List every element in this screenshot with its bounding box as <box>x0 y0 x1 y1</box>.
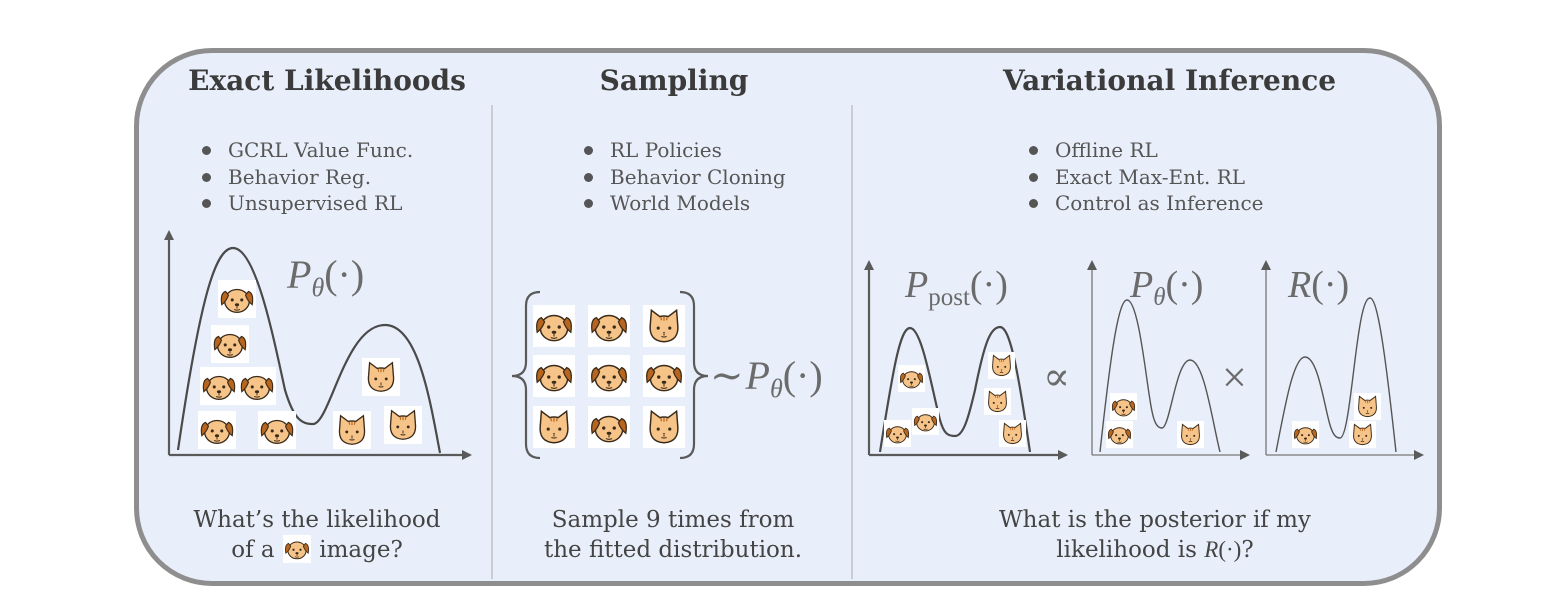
dog-face-icon <box>533 355 575 397</box>
caption-line: Sample 9 times from <box>551 507 795 533</box>
reward-symbol: R <box>1204 537 1219 562</box>
variational-inference-bullets: Offline RL Exact Max-Ent. RL Control as … <box>1025 137 1264 217</box>
dog-face-icon <box>588 355 630 397</box>
bullet-item: RL Policies <box>580 137 786 164</box>
cat-face-icon <box>643 305 685 347</box>
exact-likelihoods-title: Exact Likelihoods <box>188 64 466 97</box>
posterior-curve <box>878 325 1032 453</box>
caption-line: What is the posterior if my <box>999 507 1311 533</box>
cat-face-icon <box>533 406 575 448</box>
right-brace <box>679 290 709 460</box>
variational-inference-title: Variational Inference <box>1003 64 1337 97</box>
figure-panel <box>134 48 1442 586</box>
bullet-item: GCRL Value Func. <box>198 137 413 164</box>
column-divider-1 <box>491 105 493 579</box>
left-brace <box>511 290 541 460</box>
dog-face-icon <box>1110 393 1137 420</box>
bullet-item: Control as Inference <box>1025 190 1264 217</box>
posterior-plot: Ppost(·) <box>864 260 1068 460</box>
sampling-caption: Sample 9 times from the fitted distribut… <box>523 505 823 565</box>
dog-face-icon <box>211 325 249 363</box>
dog-face-icon <box>1292 421 1319 448</box>
bullet-item: Behavior Reg. <box>198 164 413 191</box>
caption-text: image? <box>319 537 403 563</box>
proportional-to-symbol: ∝ <box>1043 354 1070 399</box>
sampling-title: Sampling <box>599 64 749 97</box>
exact-likelihoods-bullets: GCRL Value Func. Behavior Reg. Unsupervi… <box>198 137 413 217</box>
reward-curve <box>1275 297 1397 453</box>
caption-text: ? <box>1241 537 1254 563</box>
variational-inference-caption: What is the posterior if my likelihood i… <box>990 505 1320 565</box>
reward-plot: R(·) <box>1261 260 1424 460</box>
p-post-label: Ppost(·) <box>904 264 1008 311</box>
caption-line: What’s the likelihood <box>193 507 441 533</box>
sampling-bullets: RL Policies Behavior Cloning World Model… <box>580 137 786 217</box>
dog-face-icon <box>884 420 911 447</box>
bullet-item: Unsupervised RL <box>198 190 413 217</box>
dog-face-icon <box>200 367 238 405</box>
cat-face-icon <box>988 352 1015 379</box>
cat-face-icon <box>333 411 371 449</box>
cat-face-icon <box>1354 393 1381 420</box>
prior-plot: Pθ(·) <box>1087 260 1250 460</box>
times-symbol: × <box>1222 353 1247 402</box>
dog-face-icon <box>238 367 276 405</box>
sampled-from-expression: ∼Pθ(·) <box>710 353 823 403</box>
cat-face-icon <box>1177 421 1204 448</box>
bullet-item: Offline RL <box>1025 137 1264 164</box>
cat-face-icon <box>984 388 1011 415</box>
dog-face-icon <box>643 355 685 397</box>
r-label: R(·) <box>1287 264 1349 306</box>
p-theta-label: Pθ(·) <box>286 252 364 302</box>
dog-face-icon <box>218 280 256 318</box>
caption-line: the fitted distribution. <box>543 537 803 563</box>
cat-face-icon <box>999 420 1026 447</box>
cat-face-icon <box>362 358 400 396</box>
dog-face-icon <box>588 305 630 347</box>
caption-line: of a image? <box>177 535 457 565</box>
caption-line: likelihood is R(·)? <box>990 535 1320 565</box>
bullet-item: Behavior Cloning <box>580 164 786 191</box>
p-theta-label: Pθ(·) <box>1129 264 1203 311</box>
dog-face-icon <box>198 411 236 449</box>
dog-face-icon <box>533 305 575 347</box>
sample-grid: ∼Pθ(·) <box>511 290 823 460</box>
prior-curve <box>1099 299 1221 453</box>
bullet-item: Exact Max-Ent. RL <box>1025 164 1264 191</box>
reward-argument: (·) <box>1218 537 1242 562</box>
exact-likelihoods-caption: What’s the likelihood of a image? <box>177 505 457 565</box>
cat-face-icon <box>1349 421 1376 448</box>
caption-text: of a <box>231 537 275 563</box>
cat-face-icon <box>384 406 422 444</box>
bullet-item: World Models <box>580 190 786 217</box>
dog-face-icon <box>912 408 939 435</box>
dog-face-icon <box>1106 421 1133 448</box>
dog-face-icon <box>258 411 296 449</box>
cat-face-icon <box>643 406 685 448</box>
column-divider-2 <box>851 105 853 579</box>
caption-text: likelihood is <box>1056 537 1197 563</box>
dog-face-icon <box>588 406 630 448</box>
exact-likelihood-plot: Pθ(·) <box>164 230 472 460</box>
dog-face-icon <box>898 365 925 392</box>
